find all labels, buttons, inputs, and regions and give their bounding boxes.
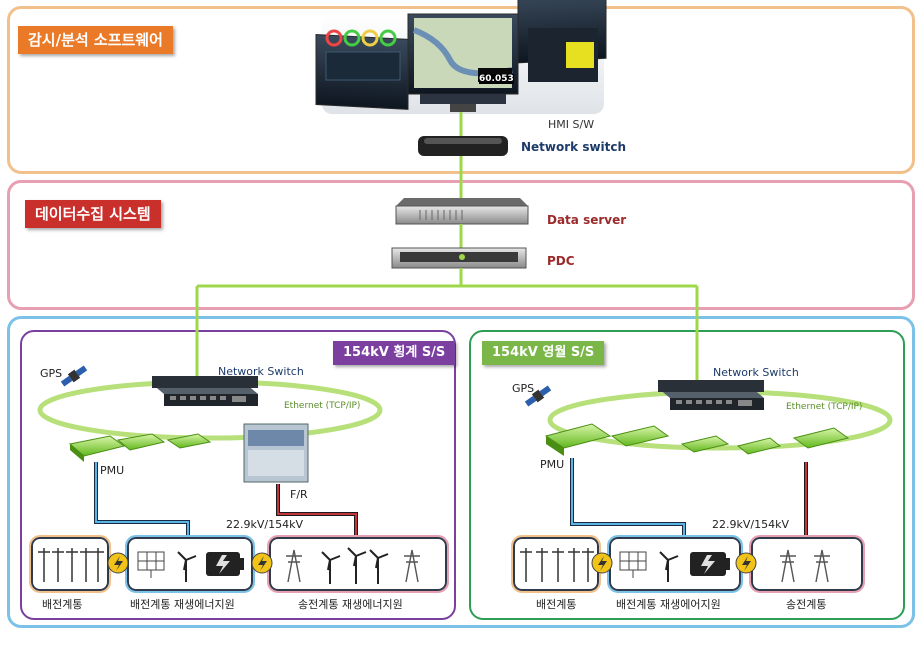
data-server xyxy=(395,198,529,225)
left-solar-panel-icon xyxy=(137,551,165,578)
fr-label: F/R xyxy=(290,488,308,501)
data-acquisition-title: 데이터수집 시스템 xyxy=(25,200,161,228)
monitoring-software-title: 감시/분석 소프트웨어 xyxy=(18,26,173,54)
right-substation-panel xyxy=(469,330,905,620)
network-switch-label: Network switch xyxy=(521,140,627,154)
left-group-label-distribution-renewable: 배전계통 재생에너지원 xyxy=(130,598,235,611)
right-wind-turbine-icon xyxy=(659,551,679,582)
left-wind-turbine-icon xyxy=(177,551,197,582)
top-network-switch xyxy=(418,136,508,156)
right-solar-panel-icon xyxy=(619,551,647,578)
left-network-switch xyxy=(152,376,258,406)
right-ethernet-label: Ethernet (TCP/IP) xyxy=(786,402,863,412)
right-group-label-distribution: 배전계통 xyxy=(536,598,577,611)
left-transmission-tower-icon xyxy=(286,549,420,583)
left-gps-icon xyxy=(60,365,88,387)
left-group-label-distribution: 배전계통 xyxy=(42,598,83,611)
right-battery-icon xyxy=(690,552,730,576)
field-panel xyxy=(7,316,915,628)
right-group-label-distribution-renewable: 배전계통 재생에어지원 xyxy=(616,598,721,611)
right-voltage-label: 22.9kV/154kV xyxy=(712,518,789,531)
hmi-monitors xyxy=(315,0,607,114)
left-gps-label: GPS xyxy=(40,367,63,380)
right-pmu-devices xyxy=(544,423,850,456)
data-server-label: Data server xyxy=(547,213,627,227)
right-substation-title: 154kV 영월 S/S xyxy=(482,341,605,365)
left-pmu-label: PMU xyxy=(100,464,125,477)
right-group-label-transmission: 송전계통 xyxy=(786,598,827,611)
left-ethernet-label: Ethernet (TCP/IP) xyxy=(284,401,361,411)
hmi-label: HMI S/W xyxy=(548,118,595,131)
left-connector-icons xyxy=(107,552,273,574)
right-gps-icon xyxy=(524,385,552,407)
left-substation-title: 154kV 횡계 S/S xyxy=(333,341,456,365)
left-pmu-devices xyxy=(68,433,212,462)
fault-recorder-rack xyxy=(243,423,309,483)
left-distribution-poles-icon xyxy=(38,548,104,582)
right-connector-icons xyxy=(591,552,757,574)
right-pmu-label: PMU xyxy=(540,458,565,471)
left-battery-icon xyxy=(206,552,244,576)
left-substation-panel xyxy=(20,330,456,620)
right-gps-label: GPS xyxy=(512,382,535,395)
right-transmission-tower-icon xyxy=(780,549,830,583)
pdc-server xyxy=(391,247,527,269)
right-network-switch-label: Network Switch xyxy=(713,366,799,379)
screen-value: 60.053 xyxy=(479,74,514,84)
right-transmission-box xyxy=(751,537,863,591)
right-network-switch xyxy=(658,380,764,410)
left-group-label-transmission-renewable: 송전계통 재생에너지원 xyxy=(298,598,403,611)
left-transmission-wind-icons xyxy=(321,547,389,584)
pdc-label: PDC xyxy=(547,254,575,268)
left-voltage-label: 22.9kV/154kV xyxy=(226,518,303,531)
left-network-switch-label: Network Switch xyxy=(218,365,304,378)
right-distribution-poles-icon xyxy=(520,548,594,582)
